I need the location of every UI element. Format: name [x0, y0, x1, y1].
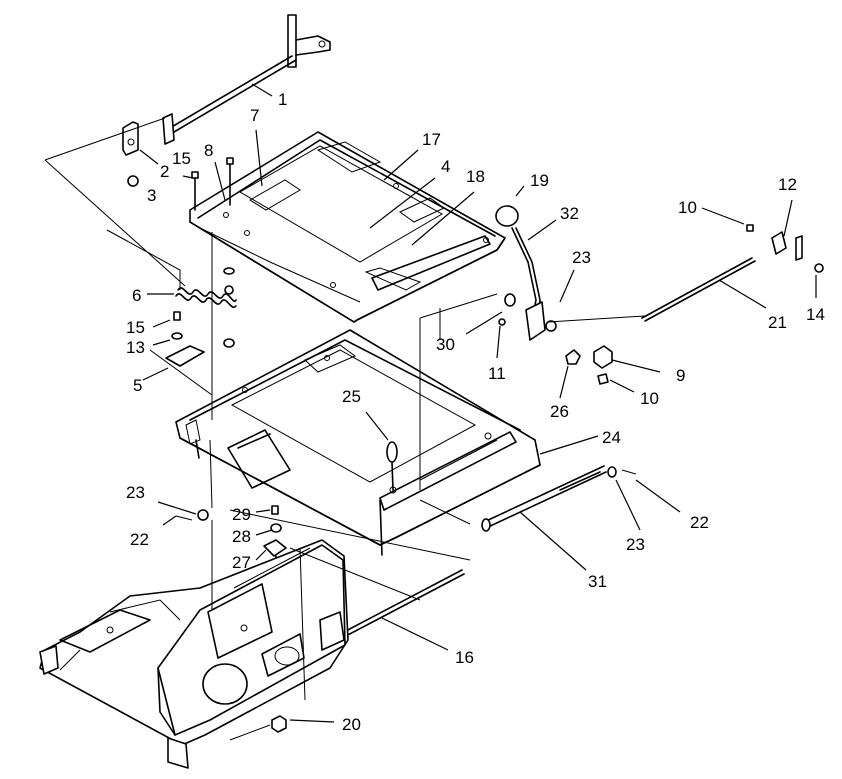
callout-5: 5 [133, 376, 142, 395]
lever-hardware [498, 293, 613, 385]
callout-21: 21 [768, 313, 787, 332]
callout-32: 32 [560, 204, 579, 223]
callout-23b: 23 [572, 248, 591, 267]
callout-16: 16 [455, 648, 474, 667]
callout-22a: 22 [130, 530, 149, 549]
callout-2: 2 [160, 162, 169, 181]
callout-10b: 10 [640, 389, 659, 408]
callout-25: 25 [342, 387, 361, 406]
callout-26: 26 [550, 402, 569, 421]
shift-rod [641, 224, 824, 322]
support-rod [341, 569, 465, 638]
leader-lines [139, 83, 817, 723]
callout-22b: 22 [690, 513, 709, 532]
callout-13: 13 [126, 338, 145, 357]
callout-15a: 15 [172, 149, 191, 168]
callout-17: 17 [422, 130, 441, 149]
callout-11: 11 [488, 364, 506, 383]
callout-20: 20 [342, 715, 361, 734]
callout-labels: 1 2 3 4 5 6 7 8 9 10 10 11 12 13 14 15 1… [126, 90, 825, 734]
callout-12: 12 [778, 175, 797, 194]
callout-7: 7 [250, 106, 259, 125]
callout-1: 1 [278, 90, 287, 109]
callout-23a: 23 [126, 483, 145, 502]
callout-24: 24 [602, 428, 621, 447]
pivot-bracket [122, 121, 139, 187]
alignment-lines [44, 117, 646, 610]
seat-bolts [191, 157, 234, 211]
adjustment-rod [175, 465, 637, 532]
shift-lever [495, 205, 546, 341]
callout-14: 14 [806, 305, 825, 324]
seat-frame [175, 329, 541, 556]
chassis-frame [39, 539, 349, 769]
callout-19: 19 [530, 171, 549, 190]
callout-28: 28 [232, 527, 251, 546]
callout-15b: 15 [126, 318, 145, 337]
callout-23c: 23 [626, 535, 645, 554]
callout-6: 6 [132, 286, 141, 305]
callout-10a: 10 [678, 198, 697, 217]
callout-29: 29 [232, 505, 251, 524]
clevis-pin [386, 441, 398, 491]
seat-spring [175, 267, 237, 348]
callout-4: 4 [441, 157, 450, 176]
frame-nut [271, 715, 287, 733]
callout-8: 8 [204, 141, 213, 160]
callout-30: 30 [436, 335, 455, 354]
washer-plate [165, 311, 205, 367]
callout-31: 31 [588, 572, 607, 591]
seat-plate [189, 131, 506, 323]
callout-3: 3 [147, 186, 156, 205]
control-rod-assembly [162, 14, 331, 145]
callout-18: 18 [466, 167, 485, 186]
callout-27: 27 [232, 553, 251, 572]
callout-9: 9 [676, 366, 685, 385]
